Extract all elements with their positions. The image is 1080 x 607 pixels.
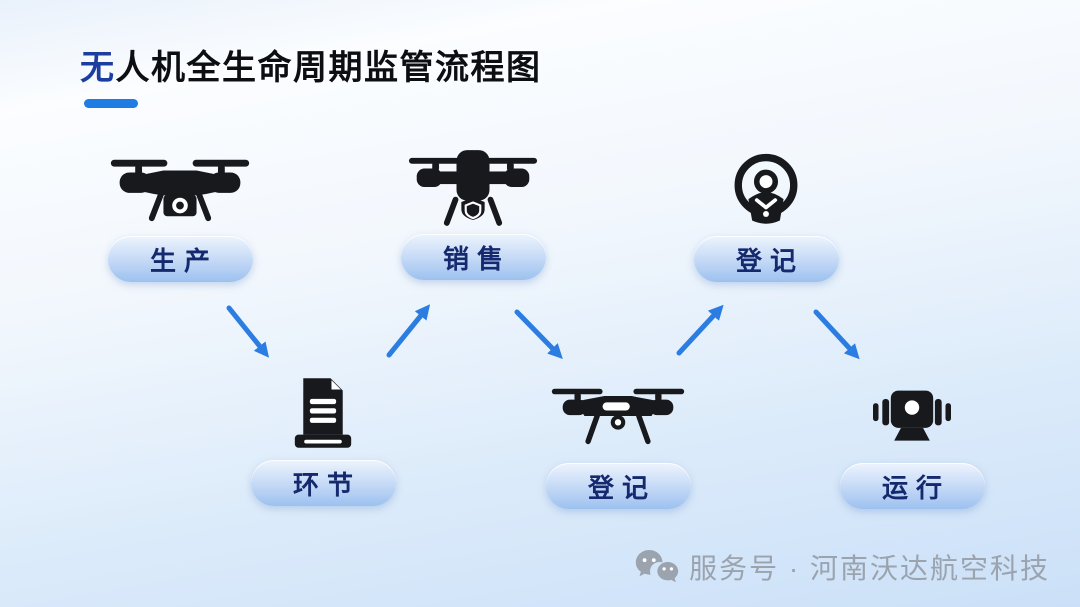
stage-label: 销售 — [442, 243, 511, 274]
stage-label: 登记 — [587, 472, 656, 503]
person-badge-icon — [729, 148, 803, 230]
wechat-icon — [635, 549, 679, 582]
flow-node-operation: 运行 — [832, 375, 992, 509]
quadcopter-drone-icon — [106, 148, 254, 230]
flow-node-registration-top: 登记 — [686, 148, 846, 282]
document-report-icon — [292, 372, 354, 454]
arrow-sales-to-registration — [514, 309, 563, 360]
stage-pill-link: 环节 — [250, 460, 396, 506]
flow-node-production: 生产 — [100, 148, 260, 282]
vertical-body-drone-icon — [407, 146, 539, 228]
stage-pill-registration-top: 登记 — [693, 236, 839, 282]
stage-pill-registration-bottom: 登记 — [545, 463, 691, 509]
stage-label: 环节 — [292, 469, 361, 500]
stage-label: 生产 — [149, 245, 218, 276]
stage-pill-production: 生产 — [107, 236, 253, 282]
arrow-production-to-link — [226, 305, 270, 358]
stage-pill-sales: 销售 — [400, 234, 546, 280]
title-rest-text: 人机全生命周期监管流程图 — [115, 49, 542, 87]
title-highlight-char: 无 — [80, 49, 116, 87]
flow-node-link: 环节 — [243, 372, 403, 506]
footer-account-label: 服务号 · 河南沃达航空科技 — [689, 553, 1050, 584]
flow-node-registration-bottom: 登记 — [538, 375, 698, 509]
page-title: 无人机全生命周期监管流程图 — [80, 40, 542, 89]
arrow-link-to-sales — [386, 304, 431, 358]
stage-label: 登记 — [735, 245, 804, 276]
arrow-registration-to-operation — [813, 309, 860, 360]
stage-pill-operation: 运行 — [839, 463, 985, 509]
stage-label: 运行 — [881, 472, 950, 503]
surveillance-camera-icon — [873, 375, 951, 457]
arrow-registration-to-registration — [676, 304, 724, 356]
flow-node-sales: 销售 — [393, 146, 553, 280]
wide-drone-icon — [550, 375, 686, 457]
title-underline-accent — [84, 99, 138, 108]
wechat-account-footer: 服务号 · 河南沃达航空科技 — [634, 547, 1050, 587]
